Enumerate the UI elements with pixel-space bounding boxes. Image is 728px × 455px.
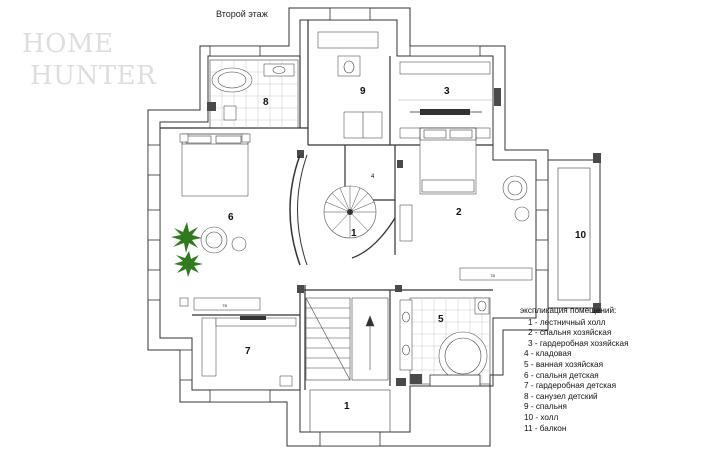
curved-wall <box>289 154 301 266</box>
legend-header: экспликация помещений: <box>520 306 617 315</box>
outer-wall <box>147 7 549 447</box>
child-bedroom-6: TB <box>171 133 261 311</box>
hall-10-outline <box>547 159 601 309</box>
legend-item: 5 - ванная хозяйская <box>524 359 604 369</box>
watermark-logo: HOME HUNTER <box>22 28 156 92</box>
master-bath-5 <box>396 297 491 386</box>
room-label-7: 7 <box>245 346 251 357</box>
wardrobe-7 <box>201 316 297 387</box>
legend-item: 3 - гардеробная хозяйская <box>528 338 629 348</box>
floor-title: Второй этаж <box>216 9 268 19</box>
inner-wall <box>159 19 537 433</box>
legend-item: 9 - спальня <box>524 402 567 412</box>
room-label-4: 4 <box>371 174 375 180</box>
plant-icon <box>171 222 203 277</box>
legend-item: 10 - холл <box>524 412 559 422</box>
room-label-5: 5 <box>438 314 444 325</box>
room-label-8: 8 <box>263 97 269 108</box>
room-label-9: 9 <box>360 86 366 97</box>
room-label-1: 1 <box>351 228 357 239</box>
windows <box>147 7 549 447</box>
room-label-6: 6 <box>228 212 234 223</box>
room-9-furniture <box>317 31 383 139</box>
legend-item: 2 - спальня хозяйская <box>528 328 612 338</box>
room-label-10: 10 <box>575 230 587 241</box>
room-label-2: 2 <box>456 207 462 218</box>
legend-item: 7 - гардеробная детская <box>524 381 617 391</box>
room-label-1-lower: 1 <box>344 401 350 412</box>
wardrobe-3 <box>398 61 501 139</box>
logo-line-1: HOME <box>22 29 114 59</box>
legend-item: 1 - лестничный холл <box>528 317 606 327</box>
spiral-stair <box>323 185 377 239</box>
legend-item: 6 - спальня детская <box>524 370 599 380</box>
master-bed: TB <box>399 127 533 281</box>
straight-stair <box>305 297 389 381</box>
room-legend: экспликация помещений: 1 - лестничный хо… <box>520 306 629 434</box>
legend-item: 4 - кладовая <box>524 349 572 359</box>
legend-item: 8 - санузел детский <box>524 391 598 401</box>
tv-label-6: TB <box>222 303 227 308</box>
room-label-3: 3 <box>444 86 450 97</box>
tv-label-2: TB <box>490 273 495 278</box>
logo-line-2: HUNTER <box>30 61 157 91</box>
bathroom-8 <box>207 59 299 129</box>
legend-item: 11 - балкон <box>524 423 567 433</box>
